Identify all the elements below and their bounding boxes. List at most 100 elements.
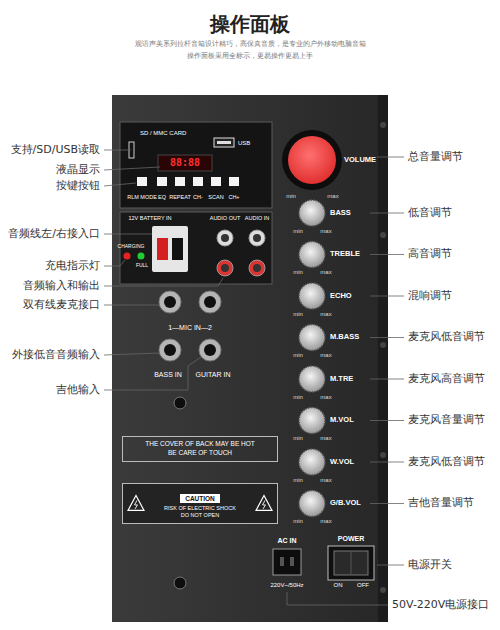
leader-line bbox=[370, 503, 404, 504]
title: 操作面板 bbox=[210, 13, 290, 36]
callout-label: 麦克风低音调节 bbox=[408, 331, 485, 344]
rca-jack bbox=[217, 260, 233, 276]
panel-marking: POWER bbox=[338, 535, 364, 543]
rca-jack bbox=[217, 230, 233, 246]
button-label: SCAN bbox=[208, 194, 223, 200]
knob-label: TREBLE bbox=[330, 250, 360, 259]
jack-label: GUITAR IN bbox=[196, 371, 231, 379]
bass-jack bbox=[159, 339, 181, 361]
leader-line bbox=[104, 278, 223, 286]
module-frame bbox=[120, 122, 272, 208]
jack-label: 1—MIC IN—2 bbox=[168, 324, 212, 332]
panel-marking: OFF bbox=[357, 582, 369, 589]
volume-knob bbox=[288, 136, 336, 184]
mic-jack bbox=[159, 291, 181, 313]
rca-jack bbox=[249, 230, 265, 246]
mic-jack bbox=[199, 291, 221, 313]
leader-line bbox=[370, 379, 404, 380]
volume-knob-ring bbox=[282, 130, 342, 190]
ac-socket bbox=[273, 549, 301, 575]
warning-box: THE COVER OF BACK MAY BE HOTBE CARE OF T… bbox=[122, 436, 278, 462]
rocker-switch bbox=[334, 551, 368, 575]
scale-mark: max bbox=[320, 394, 331, 401]
socket-slot bbox=[290, 557, 294, 566]
callout-label: 音频输入和输出 bbox=[23, 280, 100, 293]
leader-line bbox=[104, 167, 160, 170]
caution-box: CAUTIONRISK OF ELECTRIC SHOCKDO NOT OPEN bbox=[122, 483, 278, 524]
callout-label: 吉他音量调节 bbox=[408, 497, 474, 510]
screw-hole bbox=[174, 397, 186, 409]
panel-marking: AUDIO OUT bbox=[210, 215, 241, 221]
leader-line bbox=[370, 254, 404, 255]
leader-line bbox=[370, 462, 404, 463]
scale-mark: max bbox=[327, 193, 338, 200]
edge-screw bbox=[380, 587, 386, 593]
rotary-knob bbox=[299, 491, 325, 517]
knob-label: M.VOL bbox=[330, 416, 354, 425]
hazard-triangle bbox=[128, 495, 144, 510]
knob-label: W.VOL bbox=[330, 458, 354, 467]
key-button bbox=[211, 177, 221, 186]
leader-line bbox=[377, 565, 404, 566]
screw-hole bbox=[174, 577, 186, 589]
lightning-symbol bbox=[135, 500, 138, 509]
scale-mark: min bbox=[286, 193, 296, 200]
leader-line bbox=[104, 305, 159, 306]
leader-line bbox=[370, 213, 404, 214]
panel-marking: USB bbox=[238, 140, 250, 147]
subtitle: 操作面板采用全标示，更易操作更易上手 bbox=[187, 52, 313, 60]
key-button bbox=[175, 177, 185, 186]
button-label: EQ bbox=[158, 194, 166, 200]
scale-mark: max bbox=[320, 311, 331, 318]
panel-marking: ON bbox=[334, 582, 343, 589]
rca-pin bbox=[253, 264, 261, 272]
key-button bbox=[229, 177, 239, 186]
led-label: FULL bbox=[136, 263, 148, 269]
scale-mark: max bbox=[320, 228, 331, 235]
scale-mark: min bbox=[293, 394, 303, 401]
edge-screw bbox=[380, 452, 386, 458]
callout-label: 50V-220V电源接口 bbox=[392, 599, 489, 612]
knob-label: ECHO bbox=[330, 292, 352, 301]
scale-mark: min bbox=[293, 477, 303, 484]
rca-pin bbox=[221, 234, 229, 242]
lcd-display bbox=[158, 155, 212, 171]
knob-label: VOLUME bbox=[344, 156, 376, 165]
clip-black bbox=[172, 238, 183, 260]
callout-label: 低音调节 bbox=[408, 207, 452, 220]
panel-edge bbox=[378, 95, 388, 622]
callout-label: 电源开关 bbox=[408, 559, 452, 572]
leader-line bbox=[104, 357, 201, 390]
key-button bbox=[157, 177, 167, 186]
box-text: THE COVER OF BACK MAY BE HOT bbox=[127, 440, 273, 449]
scale-mark: max bbox=[320, 435, 331, 442]
callout-label: 音频线左/右接入口 bbox=[8, 228, 100, 241]
rotary-knob bbox=[299, 366, 325, 392]
scale-mark: max bbox=[320, 269, 331, 276]
rca-pin bbox=[221, 264, 229, 272]
scale-mark: min bbox=[293, 518, 303, 525]
edge-screw bbox=[380, 232, 386, 238]
scale-mark: min bbox=[293, 311, 303, 318]
usb-port bbox=[214, 138, 234, 147]
scale-mark: min bbox=[293, 435, 303, 442]
callout-label: 麦克风低音调节 bbox=[408, 456, 485, 469]
rotary-knob bbox=[299, 325, 325, 351]
scale-mark: min bbox=[293, 269, 303, 276]
leader-line bbox=[104, 234, 152, 235]
panel-marking: AUDIO IN bbox=[245, 215, 269, 221]
knob-label: BASS bbox=[330, 209, 351, 218]
socket-slot bbox=[280, 557, 284, 566]
box-text: DO NOT OPEN bbox=[147, 512, 253, 519]
callout-label: 外接低音音频输入 bbox=[12, 349, 100, 362]
rotary-knob bbox=[299, 242, 325, 268]
rocker-divider bbox=[351, 551, 352, 575]
caution-line: CAUTION bbox=[180, 494, 220, 503]
usb-tongue bbox=[217, 141, 231, 144]
lcd-digits: 88:88 bbox=[170, 157, 200, 169]
panel-marking: AC IN bbox=[277, 537, 296, 545]
callout-label: 高音调节 bbox=[408, 248, 452, 261]
jack-hole bbox=[164, 344, 176, 356]
